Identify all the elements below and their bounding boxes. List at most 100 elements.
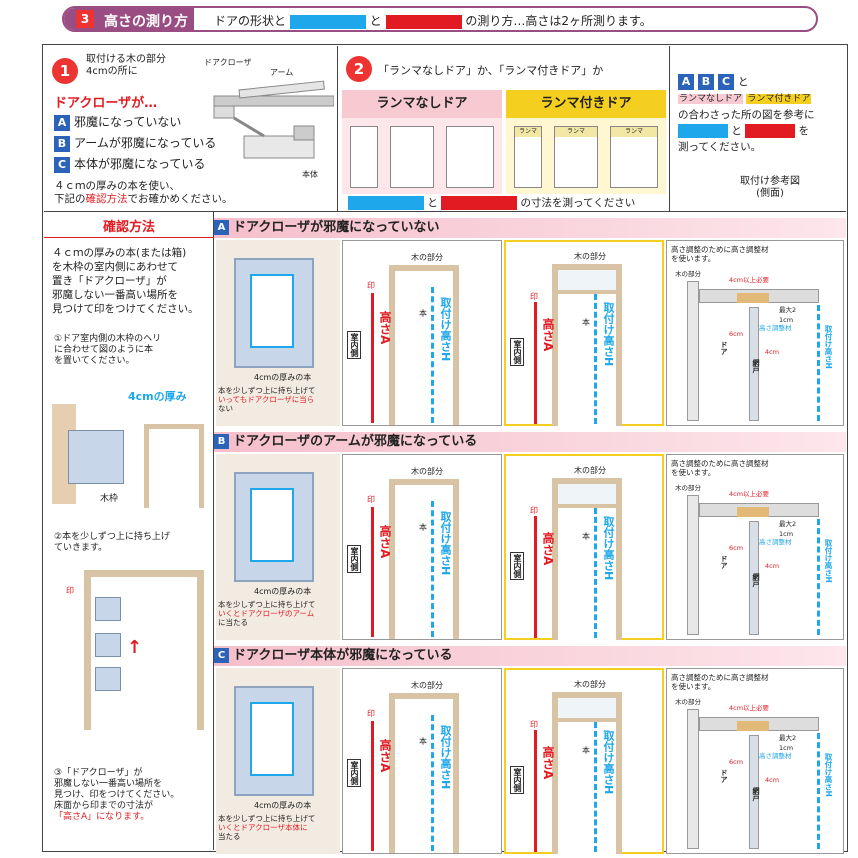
panel-side-2: 高さ調整のために高さ調整材を使います。 木の部分 4cm以上必要 最大2 1cm… (666, 668, 844, 854)
lift-door: ↑ (84, 570, 204, 730)
mark-label: 印 (66, 586, 74, 595)
step2-measure: と の寸法を測ってください (348, 195, 635, 210)
door-frame (389, 479, 459, 639)
door-glass (446, 126, 494, 188)
check-step3: ③「ドアクローザ」が 邪魔しない一番高い場所を 見つけ、印をつけてください。 床… (54, 768, 180, 822)
panel-side-0: 高さ調整のために高さ調整材を使います。 木の部分 4cm以上必要 最大2 1cm… (666, 240, 844, 426)
section-note: 本を少しずつ上に持ち上げて いくとドアクローザ本体に 当たる (218, 814, 316, 841)
body-label: 本体 (302, 170, 318, 179)
with-ranma-doors: ランマ ランマ ランマ (506, 118, 666, 194)
panel-with-ranma-1: 木の部分 印 本 高さA 取付け高さH 室内側 (504, 454, 664, 640)
step1-lead: ドアクローザが… (54, 96, 158, 111)
check-column: 確認方法 ４ｃｍの厚みの本(または箱) を木枠の室内側にあわせて 置き「ドアクロ… (44, 212, 214, 850)
step1-number: 1 (52, 58, 78, 84)
wood-frame-label: 木枠 (100, 494, 119, 504)
header-stripe (64, 8, 194, 30)
check-step2: ②本を少しずつ上に持ち上げ ていきます。 (54, 532, 170, 553)
blue-swatch (289, 14, 366, 29)
section-number: 3 (76, 10, 94, 28)
no-ranma-doors (342, 118, 502, 194)
book-block (234, 472, 314, 582)
door-frame (389, 265, 459, 425)
desc-pre: ドアの形状と (214, 14, 287, 28)
book-block (234, 258, 314, 368)
panel-no-ranma-2: 木の部分 印 本 高さA 取付け高さH 室内側 (342, 668, 502, 854)
thickness-label: 4cmの厚み (128, 390, 187, 403)
check-intro: ４ｃｍの厚みの本(または箱) を木枠の室内側にあわせて 置き「ドアクローザ」が … (52, 247, 199, 315)
no-ranma-heading: ランマなしドア (342, 90, 502, 118)
small-door (144, 424, 204, 508)
section-header: 3 高さの測り方 ドアの形状と と の測り方…高さは2ヶ所測ります。 (62, 6, 818, 32)
ranma-door-single: ランマ (514, 126, 542, 188)
book-pos-3 (95, 667, 121, 691)
door-edge (749, 735, 759, 849)
ranma-door-double: ランマ (554, 126, 598, 188)
step2-title: 「ランマなしドア」か、「ランマ付きドア」か (378, 64, 604, 77)
ranma-door-glass: ランマ (610, 126, 658, 188)
step1-note: ４ｃｍの厚みの本を使い、 下記の確認方法でお確かめください。 (54, 180, 233, 205)
door-edge (749, 307, 759, 421)
step1-instruction: 取付ける木の部分 4cmの所に (86, 54, 166, 78)
side-ref-title: 取付け参考図 (側面) (740, 176, 800, 199)
up-arrow: ↑ (127, 637, 143, 658)
book-pos-1 (95, 597, 121, 621)
red-swatch (385, 14, 462, 29)
step2-number: 2 (346, 56, 372, 82)
wall (687, 281, 699, 421)
closer-label: ドアクローザ (204, 58, 252, 67)
adjust-block (737, 507, 769, 517)
desc-mid: と (369, 14, 382, 28)
confirm-method-link: 確認方法 (85, 193, 128, 205)
header-description: ドアの形状と と の測り方…高さは2ヶ所測ります。 (214, 12, 652, 29)
adjust-block (737, 293, 769, 303)
book-pos-2 (95, 633, 121, 657)
panel-side-1: 高さ調整のために高さ調整材を使います。 木の部分 4cm以上必要 最大2 1cm… (666, 454, 844, 640)
check-step1: ①ドア室内側の木枠のヘリ に合わせて図のように本 を置いてください。 (54, 334, 162, 366)
desc-post: の測り方…高さは2ヶ所測ります。 (465, 14, 652, 28)
door-single (350, 126, 378, 188)
section-note: 本を少しずつ上に持ち上げて いってもドアクローザに当ら ない (218, 386, 316, 413)
section-title: 高さの測り方 (104, 14, 188, 30)
adjust-block (737, 721, 769, 731)
door-double (390, 126, 434, 188)
book-illustration (68, 430, 124, 484)
book-photo-0: 4cmの厚みの本 本を少しずつ上に持ち上げて いってもドアクローザに当ら ない (216, 240, 340, 426)
door-frame (389, 693, 459, 853)
panel-no-ranma-1: 木の部分 印 本 高さA 取付け高さH 室内側 (342, 454, 502, 640)
book-photo-1: 4cmの厚みの本 本を少しずつ上に持ち上げて いくとドアクローザのアーム に当た… (216, 454, 340, 640)
book-label: 4cmの厚みの本 (254, 801, 312, 810)
panel-with-ranma-2: 木の部分 印 本 高さA 取付け高さH 室内側 (504, 668, 664, 854)
door-closer-illustration (213, 80, 334, 159)
book-label: 4cmの厚みの本 (254, 373, 312, 382)
step2-panel: 2 「ランマなしドア」か、「ランマ付きドア」か ランマなしドア ランマ付きドア … (338, 46, 670, 212)
section-note: 本を少しずつ上に持ち上げて いくとドアクローザのアーム に当たる (218, 600, 316, 627)
door-frame-ranma (552, 264, 622, 426)
book-label: 4cmの厚みの本 (254, 587, 312, 596)
wall (687, 495, 699, 635)
step1-line2: 4cmの所に (86, 66, 138, 77)
door-frame-ranma (552, 692, 622, 854)
panel-no-ranma-0: 木の部分 印 本 高さA 取付け高さH 室内側 (342, 240, 502, 426)
wall (687, 709, 699, 849)
book-block (234, 686, 314, 796)
with-ranma-heading: ランマ付きドア (506, 90, 666, 118)
book-photo-2: 4cmの厚みの本 本を少しずつ上に持ち上げて いくとドアクローザ本体に 当たる (216, 668, 340, 854)
panel-with-ranma-0: 木の部分 印 本 高さA 取付け高さH 室内側 (504, 240, 664, 426)
door-frame-ranma (552, 478, 622, 640)
arm-label: アーム (270, 68, 294, 77)
door-edge (749, 521, 759, 635)
step1-line1: 取付ける木の部分 (86, 54, 166, 65)
